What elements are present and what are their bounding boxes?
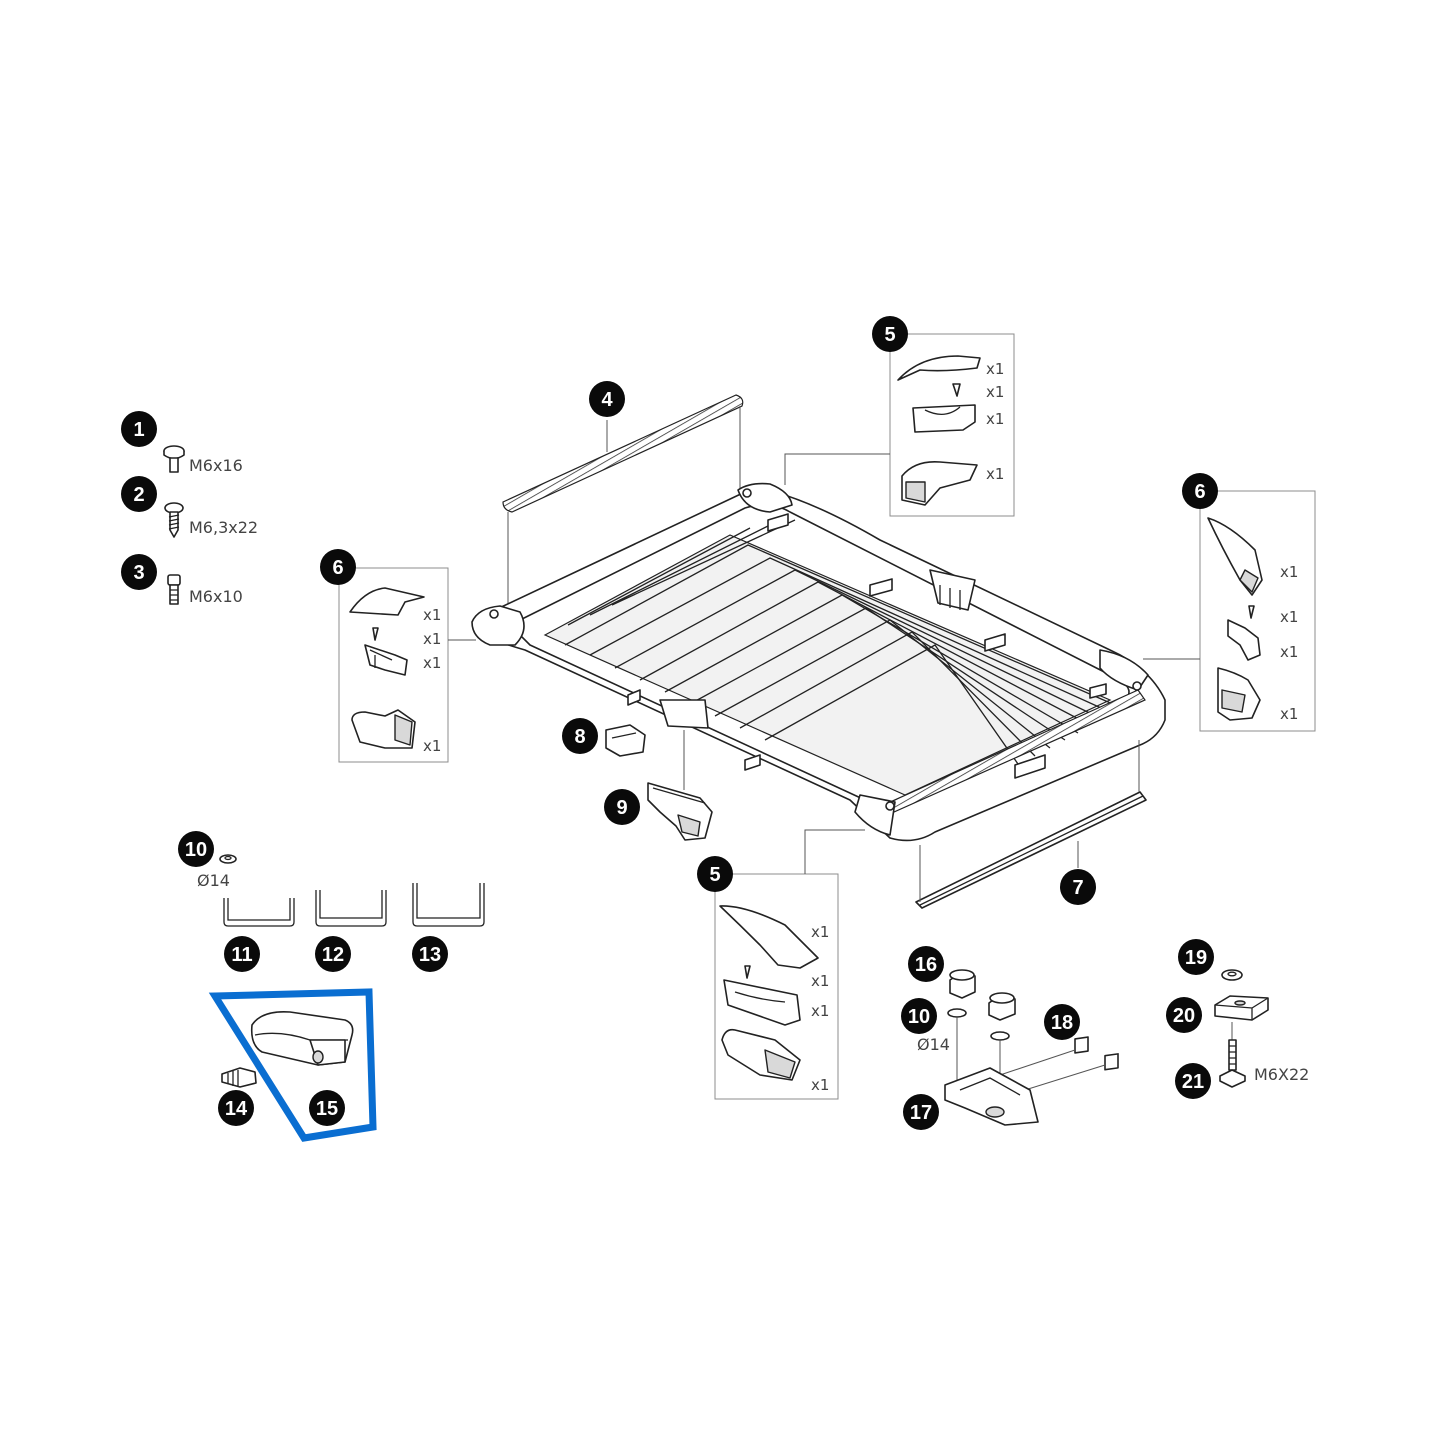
badge-17: 17 bbox=[903, 1094, 939, 1130]
label-d14-right: Ø14 bbox=[917, 1035, 950, 1054]
badge-20-number: 20 bbox=[1173, 1005, 1195, 1027]
badge-18-number: 18 bbox=[1051, 1012, 1073, 1034]
badge-17-number: 17 bbox=[910, 1102, 932, 1124]
latch-part-14 bbox=[221, 1067, 257, 1088]
badge-8-number: 8 bbox=[574, 726, 585, 748]
end-cap-part-15 bbox=[250, 1010, 354, 1066]
bottom-strip-part bbox=[915, 740, 1147, 909]
badge-10-right: 10 bbox=[901, 998, 937, 1034]
badge-10-right-number: 10 bbox=[908, 1006, 930, 1028]
badge-1: 1 bbox=[121, 411, 157, 447]
badge-19: 19 bbox=[1178, 939, 1214, 975]
platform-frame bbox=[471, 482, 1166, 842]
part-5-top-group bbox=[784, 333, 1015, 517]
base-plate-part-17 bbox=[944, 1067, 1039, 1126]
badge-3: 3 bbox=[121, 554, 157, 590]
qty-5-bottom-3: x1 bbox=[811, 1002, 829, 1020]
badge-19-number: 19 bbox=[1185, 947, 1207, 969]
badge-6-right-number: 6 bbox=[1194, 481, 1205, 503]
washer-part-19 bbox=[1221, 969, 1243, 981]
label-m6-3x22: M6,3x22 bbox=[189, 518, 258, 537]
badge-2: 2 bbox=[121, 476, 157, 512]
qty-6-right-1: x1 bbox=[1280, 563, 1298, 581]
badge-12-number: 12 bbox=[322, 944, 344, 966]
badge-14-number: 14 bbox=[225, 1098, 248, 1120]
badge-16: 16 bbox=[908, 946, 944, 982]
qty-5-top-3: x1 bbox=[986, 410, 1004, 428]
badge-12: 12 bbox=[315, 936, 351, 972]
badge-15: 15 bbox=[309, 1090, 345, 1126]
badge-10-left-number: 10 bbox=[185, 839, 207, 861]
badge-4-number: 4 bbox=[601, 389, 613, 411]
badge-4: 4 bbox=[589, 381, 625, 417]
qty-6-left-2: x1 bbox=[423, 630, 441, 648]
badge-15-number: 15 bbox=[316, 1098, 338, 1120]
label-d14-left: Ø14 bbox=[197, 871, 230, 890]
qty-6-right-4: x1 bbox=[1280, 705, 1298, 723]
badge-6-left-number: 6 bbox=[332, 557, 343, 579]
badge-2-number: 2 bbox=[133, 484, 144, 506]
badge-9: 9 bbox=[604, 789, 640, 825]
badge-7: 7 bbox=[1060, 869, 1096, 905]
qty-6-left-4: x1 bbox=[423, 737, 441, 755]
badge-21-number: 21 bbox=[1182, 1071, 1204, 1093]
knob-parts-16 bbox=[949, 969, 1016, 1021]
part-6-left-group bbox=[338, 567, 476, 763]
qty-6-right-3: x1 bbox=[1280, 643, 1298, 661]
bracket-part-9 bbox=[647, 730, 713, 841]
label-m6x22: M6X22 bbox=[1254, 1065, 1309, 1084]
screw-m6x16-part bbox=[163, 445, 185, 473]
badge-9-number: 9 bbox=[616, 797, 627, 819]
washer-part-10-left bbox=[219, 854, 237, 864]
u-bolt-part-12 bbox=[315, 890, 387, 927]
badge-13-number: 13 bbox=[419, 944, 441, 966]
badge-21: 21 bbox=[1175, 1063, 1211, 1099]
badge-5-top-number: 5 bbox=[884, 324, 895, 346]
square-nuts-part-18 bbox=[999, 1036, 1119, 1091]
badge-3-number: 3 bbox=[133, 562, 144, 584]
u-bolt-part-13 bbox=[412, 883, 485, 927]
badge-6-right: 6 bbox=[1182, 473, 1218, 509]
screw-m6-3x22-part bbox=[164, 502, 184, 538]
label-m6x16: M6x16 bbox=[189, 456, 243, 475]
rubber-strip-part bbox=[502, 394, 744, 612]
clip-part-8 bbox=[605, 724, 646, 757]
u-bolt-part-11 bbox=[223, 898, 295, 927]
bolt-part-21 bbox=[1219, 1022, 1246, 1088]
qty-6-left-3: x1 bbox=[423, 654, 441, 672]
qty-5-bottom-1: x1 bbox=[811, 923, 829, 941]
qty-6-left-1: x1 bbox=[423, 606, 441, 624]
qty-5-top-1: x1 bbox=[986, 360, 1004, 378]
badge-6-left: 6 bbox=[320, 549, 356, 585]
qty-6-right-2: x1 bbox=[1280, 608, 1298, 626]
qty-5-top-4: x1 bbox=[986, 465, 1004, 483]
slot-nut-part-20 bbox=[1214, 995, 1269, 1021]
highlight-outline bbox=[208, 988, 377, 1142]
label-m6x10: M6x10 bbox=[189, 587, 243, 606]
badge-11-number: 11 bbox=[231, 944, 252, 966]
badge-11: 11 bbox=[224, 936, 260, 972]
badge-5-bottom: 5 bbox=[697, 856, 733, 892]
badge-14: 14 bbox=[218, 1090, 254, 1126]
badge-20: 20 bbox=[1166, 997, 1202, 1033]
screw-m6x10-part bbox=[167, 574, 181, 605]
qty-5-top-2: x1 bbox=[986, 383, 1004, 401]
qty-5-bottom-2: x1 bbox=[811, 972, 829, 990]
part-6-right-group bbox=[1143, 490, 1316, 732]
badge-8: 8 bbox=[562, 718, 598, 754]
qty-5-bottom-4: x1 bbox=[811, 1076, 829, 1094]
part-5-bottom-group bbox=[714, 829, 865, 1100]
badge-5-bottom-number: 5 bbox=[709, 864, 720, 886]
badge-16-number: 16 bbox=[915, 954, 937, 976]
badge-1-number: 1 bbox=[133, 419, 144, 441]
badge-18: 18 bbox=[1044, 1004, 1080, 1040]
badge-10-left: 10 bbox=[178, 831, 214, 867]
badge-7-number: 7 bbox=[1072, 877, 1083, 899]
badge-5-top: 5 bbox=[872, 316, 908, 352]
badge-13: 13 bbox=[412, 936, 448, 972]
